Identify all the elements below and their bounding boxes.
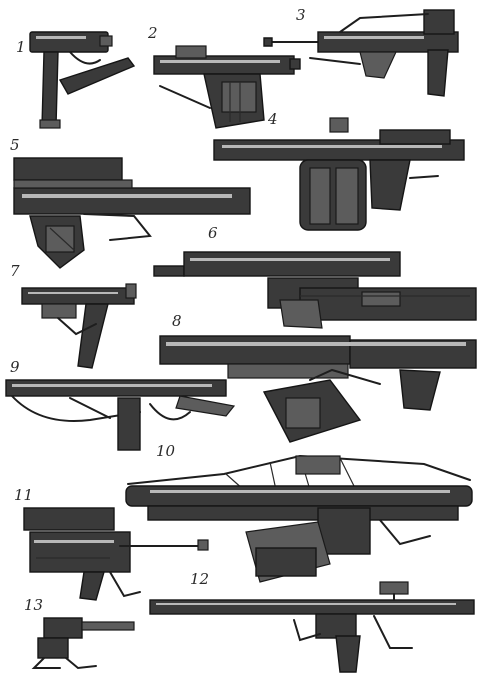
sketch-number-5: 5 bbox=[10, 136, 20, 154]
weapon-10: 10 bbox=[125, 442, 473, 583]
sniper-rifle-icon bbox=[149, 581, 475, 673]
long-barrel-gun-icon bbox=[153, 251, 477, 329]
weapon-6: 6 bbox=[153, 224, 477, 329]
skeleton-rifle-icon bbox=[5, 379, 236, 451]
weapon-13: 13 bbox=[24, 596, 135, 670]
weapon-8: 8 bbox=[159, 312, 477, 443]
weapon-11: 11 bbox=[14, 486, 209, 601]
machine-pistol-icon bbox=[21, 283, 137, 369]
sketch-number-7: 7 bbox=[10, 262, 20, 280]
sketch-number-4: 4 bbox=[267, 110, 278, 128]
weapon-5: 5 bbox=[10, 136, 251, 269]
smg-pistol-icon bbox=[29, 31, 136, 129]
assault-rifle-icon bbox=[263, 9, 459, 97]
bipod-pistol-icon bbox=[31, 617, 135, 670]
sketch-number-6: 6 bbox=[208, 224, 218, 242]
weapon-7: 7 bbox=[10, 262, 137, 369]
scoped-carbine-icon bbox=[23, 507, 209, 601]
weapon-1: 1 bbox=[16, 31, 136, 129]
weapon-12: 12 bbox=[149, 570, 475, 673]
weapon-9: 9 bbox=[5, 358, 236, 451]
heavy-cannon-icon bbox=[13, 157, 251, 269]
sketch-number-11: 11 bbox=[14, 486, 33, 504]
sketch-number-10: 10 bbox=[156, 442, 176, 460]
heavy-launcher-icon bbox=[159, 335, 477, 443]
sketch-number-2: 2 bbox=[147, 24, 158, 42]
railgun-icon bbox=[125, 454, 473, 583]
sketch-number-1: 1 bbox=[16, 38, 26, 56]
sketch-number-13: 13 bbox=[24, 596, 43, 614]
compact-rifle-icon bbox=[153, 45, 301, 129]
drum-mag-rifle-icon bbox=[213, 117, 465, 231]
sketch-number-9: 9 bbox=[10, 358, 20, 376]
weapon-4: 4 bbox=[213, 110, 465, 231]
sketch-number-8: 8 bbox=[172, 312, 182, 330]
sketch-number-12: 12 bbox=[190, 570, 209, 588]
sketch-number-3: 3 bbox=[296, 6, 306, 24]
weapon-2: 2 bbox=[147, 24, 301, 129]
weapon-3: 3 bbox=[263, 6, 459, 97]
